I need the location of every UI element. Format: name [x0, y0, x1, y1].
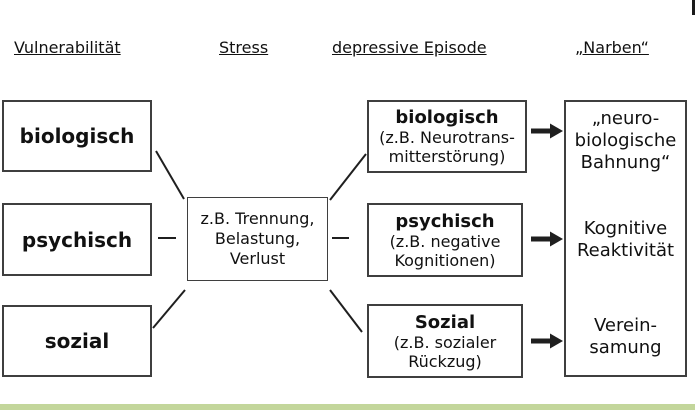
narben-item-vereinsamung: Verein- samung	[566, 315, 685, 359]
narben-item-neurobiologische-bahnung: „neuro- biologische Bahnung“	[566, 108, 685, 174]
arrow-right-icon	[531, 231, 563, 247]
column-header-vulnerability: Vulnerabilität	[14, 38, 121, 57]
episode-box-subtitle-line: Kognitionen)	[394, 250, 496, 270]
episode-box-title: biologisch	[395, 107, 499, 128]
stress-box-line: z.B. Trennung,	[200, 209, 315, 228]
vulnerability-box-label: biologisch	[19, 124, 135, 148]
arrow-right-icon	[531, 333, 563, 349]
narben-item-line: „neuro-	[591, 108, 660, 129]
episode-box-title: psychisch	[395, 210, 495, 232]
column-header-depressive-episode: depressive Episode	[332, 38, 487, 57]
narben-item-line: samung	[589, 337, 662, 358]
narben-outcomes-box: „neuro- biologische Bahnung“ Kognitive R…	[564, 100, 687, 377]
episode-box-sozial: Sozial (z.B. sozialer Rückzug)	[367, 304, 523, 378]
episode-box-subtitle-line: (z.B. Neurotrans-	[379, 128, 515, 147]
narben-item-line: Reaktivität	[576, 240, 675, 261]
stress-box-line: Verlust	[229, 249, 286, 268]
episode-box-title: Sozial	[414, 311, 476, 333]
vulnerability-box-biologisch: biologisch	[2, 100, 152, 172]
episode-box-subtitle-line: Rückzug)	[408, 351, 482, 371]
column-header-stress: Stress	[219, 38, 269, 57]
narben-item-line: Verein-	[594, 315, 657, 336]
stress-example-box: z.B. Trennung, Belastung, Verlust	[187, 197, 328, 281]
connector-line-stress-episode-sozial	[329, 289, 363, 333]
episode-box-biologisch: biologisch (z.B. Neurotrans- mitterstöru…	[367, 100, 527, 173]
vulnerability-box-label: sozial	[44, 329, 110, 353]
episode-box-subtitle-line: mitterstörung)	[388, 147, 506, 166]
connector-line-sozial-stress	[152, 289, 186, 329]
narben-item-line: Bahnung“	[580, 152, 671, 173]
vulnerability-box-psychisch: psychisch	[2, 203, 152, 276]
episode-box-subtitle-line: (z.B. negative	[389, 231, 501, 251]
episode-box-psychisch: psychisch (z.B. negative Kognitionen)	[367, 203, 523, 277]
narben-item-line: Kognitive	[583, 218, 668, 239]
narben-item-kognitive-reaktivitaet: Kognitive Reaktivität	[566, 218, 685, 262]
connector-line-biologisch-stress	[155, 150, 185, 200]
bottom-accent-bar	[0, 404, 695, 410]
narben-item-line: biologische	[574, 130, 677, 151]
top-right-edge-mark	[692, 0, 695, 15]
vulnerability-box-label: psychisch	[21, 227, 133, 252]
connector-line-stress-episode-biologisch	[329, 153, 367, 201]
arrow-right-icon	[531, 123, 563, 139]
column-header-narben: „Narben“	[575, 38, 649, 57]
stress-box-line: Belastung,	[214, 229, 301, 248]
episode-box-subtitle-line: (z.B. sozialer	[393, 332, 497, 352]
vulnerability-box-sozial: sozial	[2, 305, 152, 377]
